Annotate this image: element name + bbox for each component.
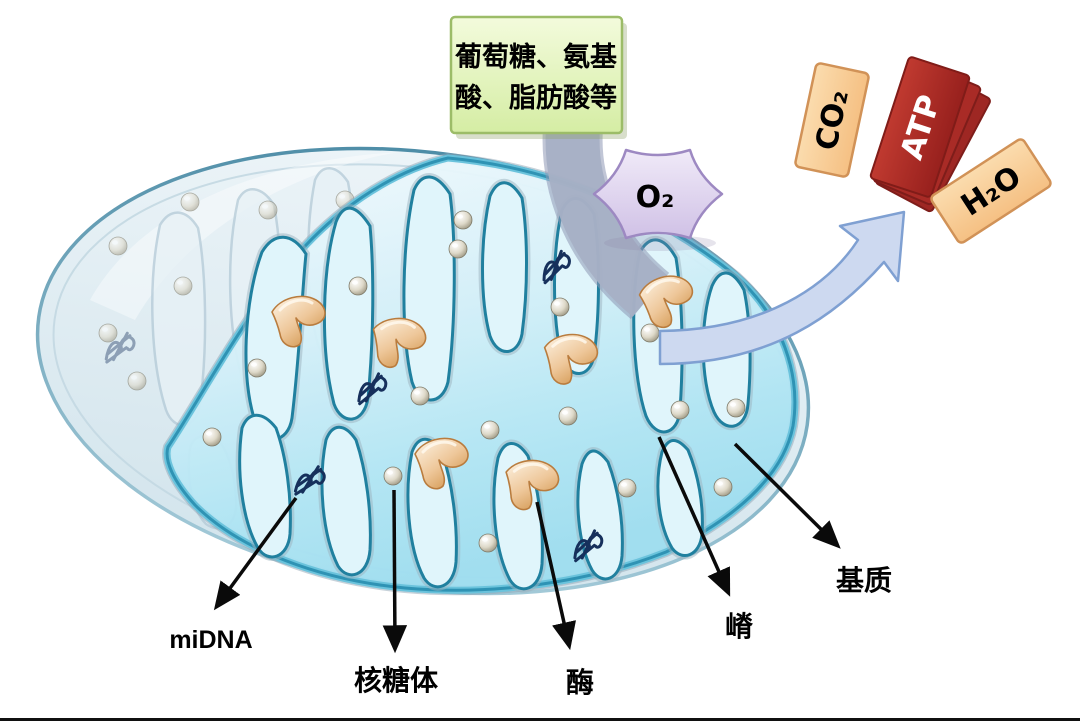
pointer-enzyme — [535, 501, 576, 651]
ribosome — [726, 398, 746, 418]
label-o2: O₂ — [636, 180, 675, 215]
ribosome — [617, 478, 637, 498]
ribosome — [348, 276, 368, 296]
ribosome — [640, 323, 660, 343]
ribosome — [410, 386, 430, 406]
ribosome — [247, 358, 267, 378]
crista — [402, 175, 456, 402]
ribosome — [480, 420, 500, 440]
ribosome — [448, 239, 468, 259]
o2-badge: O₂ — [592, 148, 724, 251]
co2-tag: CO₂ — [794, 62, 870, 178]
pointer-matrix — [733, 442, 841, 549]
substrates-line1: 葡萄糖、氨基 — [455, 41, 618, 72]
crista — [481, 181, 528, 353]
crista — [323, 206, 375, 421]
ribosome — [558, 406, 578, 426]
label-cristae: 嵴 — [725, 611, 754, 642]
ribosome — [453, 210, 473, 230]
ribosome — [383, 466, 403, 486]
ribosome — [550, 297, 570, 317]
crista — [244, 235, 308, 441]
label-ribosome: 核糖体 — [354, 665, 439, 696]
label-midna: miDNA — [169, 626, 252, 654]
pointer-cristae — [657, 436, 731, 597]
pointer-midna — [213, 496, 298, 611]
output-arrow — [658, 210, 906, 366]
label-enzyme: 酶 — [566, 667, 594, 698]
atp-tag: ATP — [869, 56, 991, 213]
pointer-arrows — [213, 436, 841, 654]
substrate-input-arrow — [542, 112, 670, 320]
substrates-line2: 酸、脂肪酸等 — [455, 82, 617, 113]
substrates-box: 葡萄糖、氨基 酸、脂肪酸等 — [449, 15, 627, 139]
crista — [320, 425, 372, 577]
pointer-ribosome — [382, 489, 408, 654]
label-matrix: 基质 — [836, 565, 892, 596]
ribosome — [478, 533, 498, 553]
ribosome — [202, 427, 222, 447]
ribosome — [713, 477, 733, 497]
ribosome — [670, 400, 690, 420]
membrane-highlight — [90, 152, 400, 320]
